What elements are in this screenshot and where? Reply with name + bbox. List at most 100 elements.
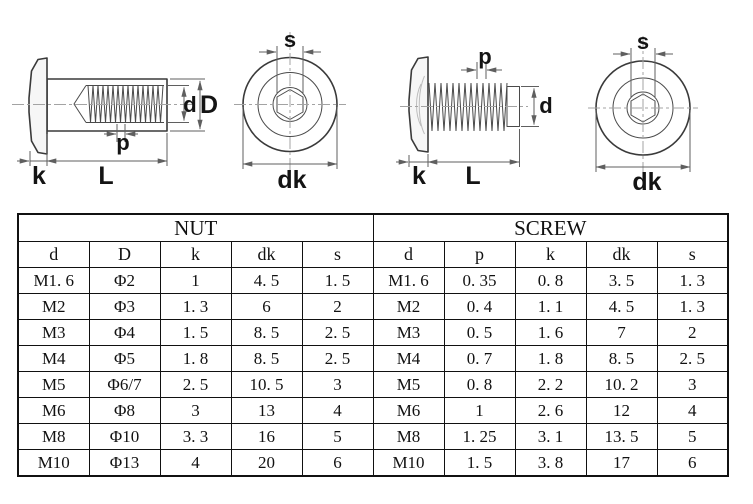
screw-front-view: s dk bbox=[588, 29, 698, 196]
nut-side-view: d D p k L bbox=[12, 57, 218, 190]
spec-cell: 6 bbox=[301, 449, 374, 477]
spec-cell: Φ10 bbox=[88, 423, 161, 450]
spec-cell: 10. 5 bbox=[230, 371, 303, 398]
spec-cell: 0. 8 bbox=[443, 371, 516, 398]
nut-col-header-D: D bbox=[88, 241, 161, 268]
spec-cell: 3. 1 bbox=[514, 423, 587, 450]
spec-cell: 0. 4 bbox=[443, 293, 516, 320]
spec-cell: Φ6/7 bbox=[88, 371, 161, 398]
nut-col-header-k: k bbox=[159, 241, 232, 268]
spec-cell: 6 bbox=[656, 449, 729, 477]
nut-front-centerlines bbox=[234, 32, 346, 178]
spec-cell: 1. 5 bbox=[159, 319, 232, 346]
spec-cell: 0. 8 bbox=[514, 267, 587, 294]
spec-cell: M10 bbox=[17, 449, 90, 477]
spec-cell: M5 bbox=[372, 371, 445, 398]
nut-dim-label-p: p bbox=[116, 130, 129, 155]
spec-cell: Φ2 bbox=[88, 267, 161, 294]
spec-cell: Φ3 bbox=[88, 293, 161, 320]
screw-dim-label-L: L bbox=[465, 162, 480, 190]
screw-head-recess bbox=[416, 75, 425, 135]
spec-cell: M1. 6 bbox=[17, 267, 90, 294]
screw-dim-label-dk: dk bbox=[632, 168, 661, 196]
table-column-header-row: d D k dk s d p k dk s bbox=[17, 241, 729, 268]
spec-cell: 5 bbox=[301, 423, 374, 450]
spec-cell: 2 bbox=[656, 319, 729, 346]
spec-cell: 0. 5 bbox=[443, 319, 516, 346]
spec-cell: 1. 3 bbox=[656, 293, 729, 320]
screw-col-header-dk: dk bbox=[585, 241, 658, 268]
spec-cell: 3 bbox=[159, 397, 232, 424]
screw-side-view: p d k L bbox=[396, 44, 553, 190]
screw-dim-label-k: k bbox=[412, 162, 426, 190]
spec-cell: Φ13 bbox=[88, 449, 161, 477]
spec-cell: M8 bbox=[372, 423, 445, 450]
spec-cell: 3 bbox=[656, 371, 729, 398]
spec-cell: 1. 5 bbox=[301, 267, 374, 294]
spec-cell: 2. 5 bbox=[159, 371, 232, 398]
nut-dim-s: s bbox=[259, 27, 321, 94]
spec-cell: 1 bbox=[443, 397, 516, 424]
spec-cell: M10 bbox=[372, 449, 445, 477]
spec-cell: 3 bbox=[301, 371, 374, 398]
spec-cell: 3. 8 bbox=[514, 449, 587, 477]
nut-dim-label-L: L bbox=[98, 162, 113, 190]
spec-cell: Φ5 bbox=[88, 345, 161, 372]
screw-head bbox=[408, 56, 429, 153]
spec-cell: 0. 7 bbox=[443, 345, 516, 372]
nut-dim-label-k: k bbox=[32, 162, 46, 190]
spec-cell: 2. 5 bbox=[656, 345, 729, 372]
nut-head bbox=[28, 57, 48, 155]
spec-cell: 2. 6 bbox=[514, 397, 587, 424]
nut-dim-k: k bbox=[17, 134, 48, 190]
screw-thread bbox=[428, 82, 508, 132]
spec-cell: 4 bbox=[159, 449, 232, 477]
spec-cell: M8 bbox=[17, 423, 90, 450]
spec-cell: 1. 8 bbox=[159, 345, 232, 372]
spec-cell: 13 bbox=[230, 397, 303, 424]
spec-cell: 1. 25 bbox=[443, 423, 516, 450]
fastener-drawing: d D p k L bbox=[12, 27, 698, 196]
nut-thread-hatch bbox=[87, 85, 164, 123]
screw-col-header-p: p bbox=[443, 241, 516, 268]
spec-cell: M2 bbox=[17, 293, 90, 320]
spec-cell: M4 bbox=[372, 345, 445, 372]
spec-cell: 1. 6 bbox=[514, 319, 587, 346]
spec-cell: 1. 3 bbox=[159, 293, 232, 320]
spec-cell: 7 bbox=[585, 319, 658, 346]
nut-front-view: s dk bbox=[234, 27, 346, 194]
spec-cell: 2 bbox=[301, 293, 374, 320]
spec-cell: 17 bbox=[585, 449, 658, 477]
spec-cell: 4. 5 bbox=[230, 267, 303, 294]
spec-cell: M4 bbox=[17, 345, 90, 372]
nut-dim-dk: dk bbox=[242, 107, 338, 194]
spec-cell: 1. 1 bbox=[514, 293, 587, 320]
nut-dim-d: d bbox=[166, 85, 197, 123]
nut-col-header-s: s bbox=[301, 241, 374, 268]
screw-col-header-d: d bbox=[372, 241, 445, 268]
spec-cell: 8. 5 bbox=[585, 345, 658, 372]
screw-dim-L: L bbox=[427, 129, 520, 190]
spec-cell: M1. 6 bbox=[372, 267, 445, 294]
screw-dim-dk: dk bbox=[595, 110, 691, 196]
screw-dim-label-p: p bbox=[478, 44, 491, 69]
screw-dim-d: d bbox=[521, 86, 553, 127]
nut-col-header-d: d bbox=[17, 241, 90, 268]
spec-cell: 4 bbox=[656, 397, 729, 424]
spec-cell: M3 bbox=[372, 319, 445, 346]
spec-cell: 1. 5 bbox=[443, 449, 516, 477]
spec-cell: 1. 3 bbox=[656, 267, 729, 294]
nut-section-title: NUT bbox=[17, 213, 374, 242]
spec-cell: M6 bbox=[17, 397, 90, 424]
spec-cell: 8. 5 bbox=[230, 319, 303, 346]
nut-dim-label-s: s bbox=[284, 27, 296, 52]
spec-cell: 3. 3 bbox=[159, 423, 232, 450]
screw-front-centerlines bbox=[588, 36, 698, 182]
spec-cell: 6 bbox=[230, 293, 303, 320]
